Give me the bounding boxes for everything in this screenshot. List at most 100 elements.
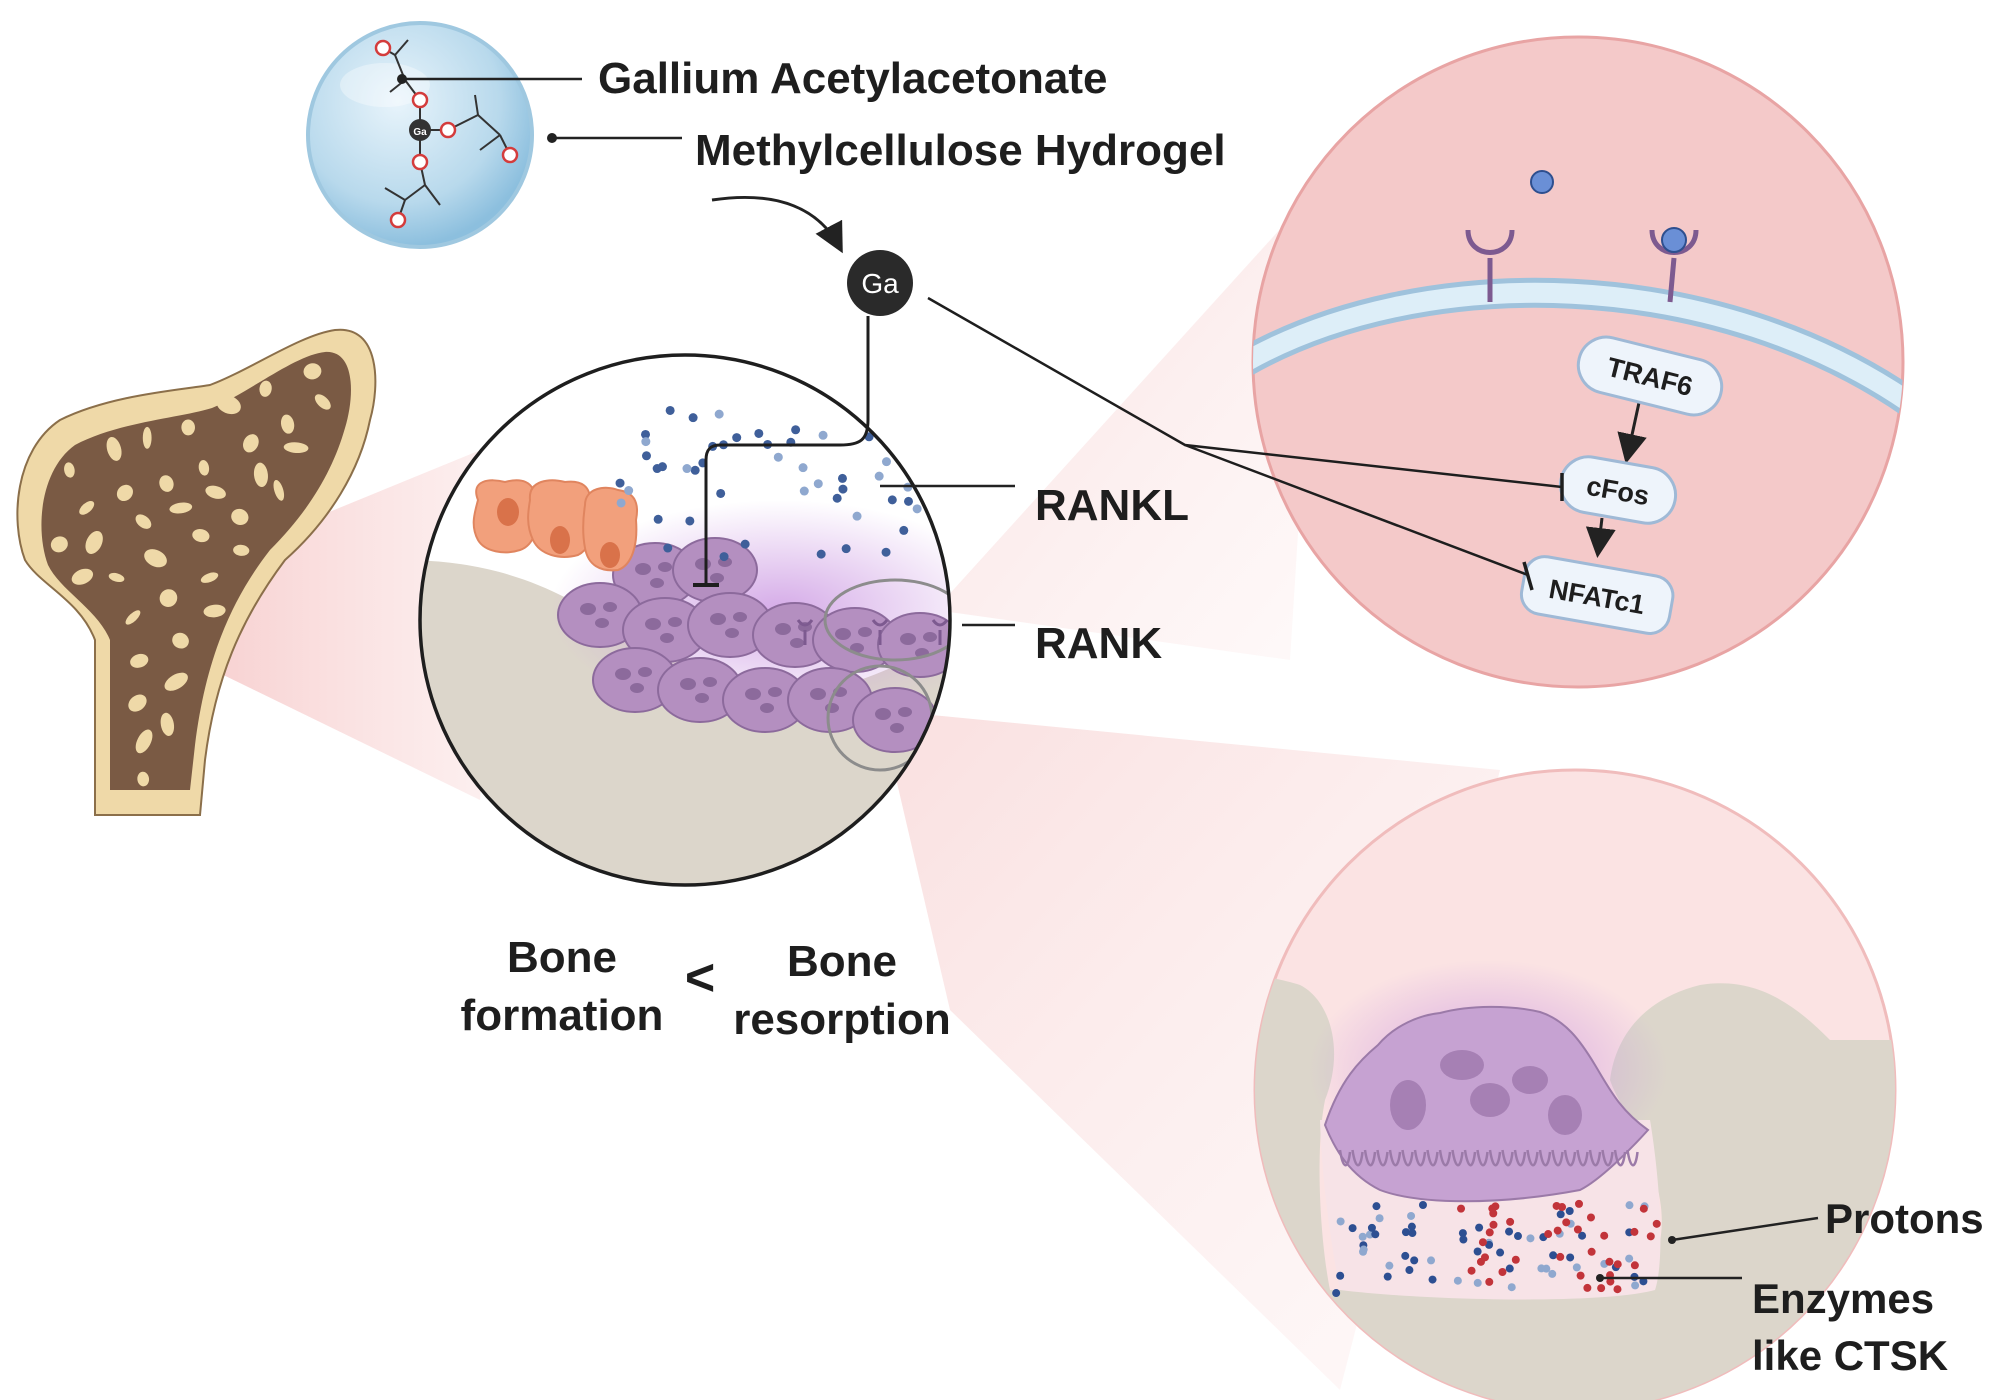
enzyme-dot [1511,1255,1520,1264]
enzyme-dot [1576,1271,1585,1280]
enzyme-dot [1613,1260,1622,1269]
proton-dot [1371,1230,1380,1239]
rankl-dot [841,544,851,554]
enzyme-dot [1639,1204,1648,1213]
bone-pore [125,610,141,625]
proton-dot [1473,1247,1482,1256]
proton-dot [1410,1256,1419,1265]
proton-dot [1625,1254,1634,1263]
bone-remodeling-zoom [418,353,952,887]
bone-pore [71,568,94,585]
rankl-dot [881,547,891,557]
osteoblast-cluster [472,479,638,572]
proton-dot [1428,1275,1437,1284]
ruffle [1463,1149,1477,1167]
bone-formation-line2: formation [461,991,664,1040]
hydrogel-label: Methylcellulose Hydrogel [695,126,1226,175]
proton-dot [1556,1210,1565,1219]
rank-receptors [796,619,949,645]
proton-dot [1385,1261,1394,1270]
signaling-pathway-zoom: TRAF6 cFos NFATc1 [1251,35,1905,689]
femur-bone [16,328,377,816]
rankl-dot [838,484,848,494]
cell-membrane-inner [1253,282,1903,419]
rankl-dot [899,525,909,535]
proton-dot [1372,1202,1381,1211]
proton-dot [1565,1207,1574,1216]
bone-pore [130,653,149,668]
bone-pore [164,672,188,691]
rankl-dot [912,504,922,514]
proton-dot [1336,1217,1345,1226]
hydrogel-leader-dot [547,133,557,143]
ruffle [1538,1149,1552,1167]
bone-pore [181,419,195,436]
ruffle [1338,1149,1352,1167]
proton-dot [1537,1264,1546,1273]
rankl-dot [773,452,783,462]
proton-dot [1496,1248,1505,1257]
enzyme-dot [1630,1227,1639,1236]
proton-dot [1566,1253,1575,1262]
traf6-node: TRAF6 [1576,335,1724,417]
hydrogel-sphere: Ga [306,21,534,249]
proton-dot [1401,1251,1410,1260]
pit-bone-left [1255,970,1895,1400]
proton-dot [1348,1224,1357,1233]
rankl-dot [685,516,695,526]
rankl-dot [885,421,895,431]
ruffle [1626,1149,1639,1167]
enzyme-dot [1562,1218,1571,1227]
enzyme-dot [1485,1228,1494,1237]
enzyme-dot [1552,1201,1561,1210]
enzyme-dot [1652,1219,1661,1228]
proton-dot [1367,1223,1376,1232]
proton-dot [1631,1281,1640,1290]
bone-pore [243,434,259,453]
bone-pore [135,729,153,754]
rankl-dot [716,488,726,498]
bone-pore [259,380,272,397]
protons-leader-line [1671,1216,1819,1242]
bone-pore [159,589,178,607]
proton-dot [1358,1232,1367,1241]
enzyme-dots [1457,1199,1661,1294]
rankl-dot [688,413,698,423]
ruffle [1601,1149,1614,1167]
enzyme-dot [1478,1238,1487,1247]
proton-dot [1625,1201,1634,1210]
bone-pore [273,479,285,501]
enzyme-dot [1600,1231,1609,1240]
bone-pore [135,514,152,529]
rankl-dot [714,409,724,419]
bone-pore [198,460,210,476]
nfatc1-node: NFATc1 [1519,555,1675,635]
rankl-dot [832,493,842,503]
proton-dot [1475,1223,1484,1232]
protons-label: Protons [1825,1195,1984,1242]
proton-dot [1548,1269,1557,1278]
osteoclast-cell [852,687,938,753]
enzyme-dot [1630,1261,1639,1270]
rankl-dot [641,451,651,461]
nfatc1-inhibition-bar [1522,561,1534,591]
proton-dot [1405,1266,1414,1275]
ruffle [1451,1149,1464,1167]
bone-pore [50,536,68,553]
proton-dot [1427,1256,1436,1265]
rankl-dot [903,496,913,506]
bone-pore [233,544,250,556]
proton-dot [1526,1234,1535,1243]
osteoclast-cell [687,592,773,658]
osteoclast-nuclei [1390,1050,1582,1135]
bone-pores [50,363,331,787]
enzyme-dot [1586,1213,1595,1222]
enzymes-label-line2: like CTSK [1752,1332,1948,1379]
enzyme-dot [1587,1247,1596,1256]
rankl-dot [816,549,826,559]
rankl-dot [719,552,729,562]
bone-pore [144,549,167,568]
resorption-pit-zoom [1253,768,1897,1400]
bone-pore [85,530,103,554]
